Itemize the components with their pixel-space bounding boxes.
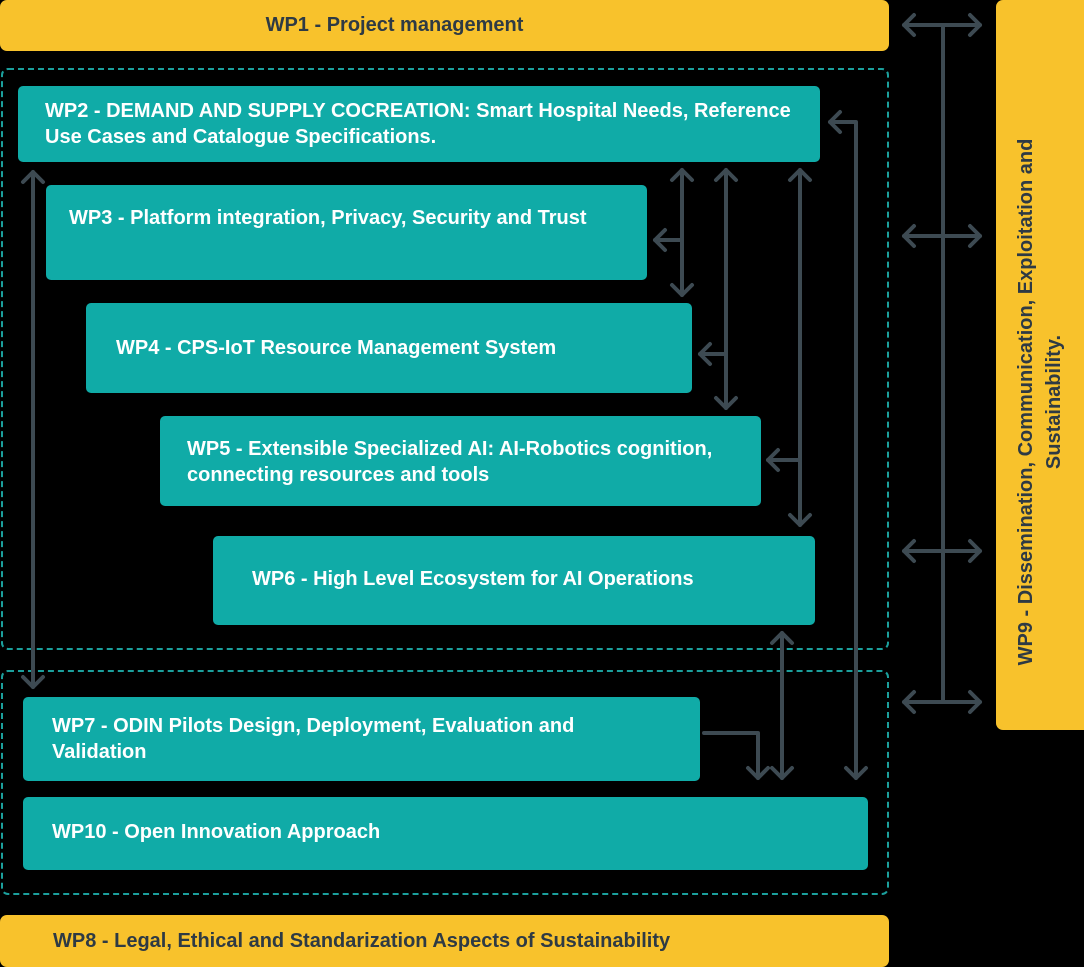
arrow-wp7-wp10	[702, 731, 760, 780]
group-outline-top	[1, 68, 889, 650]
wp1-label: WP1 - Project management	[265, 14, 524, 36]
wp7-label: WP7 - ODIN Pilots Design, Deployment, Ev…	[52, 715, 575, 763]
wp1-box: WP1 - Project management	[0, 0, 889, 51]
group-outline-bottom	[1, 670, 889, 895]
wp3-box: WP3 - Platform integration, Privacy, Sec…	[46, 185, 647, 280]
arrow-wp2-wp10	[828, 120, 858, 780]
wp2-box: WP2 - DEMAND AND SUPPLY COCREATION: Smar…	[18, 86, 820, 162]
wp10-label: WP10 - Open Innovation Approach	[52, 821, 381, 843]
wp2-label: WP2 - DEMAND AND SUPPLY COCREATION: Smar…	[45, 100, 791, 148]
wp4-label: WP4 - CPS-IoT Resource Management System	[116, 337, 557, 359]
wp4-box: WP4 - CPS-IoT Resource Management System	[86, 303, 692, 393]
wp8-box: WP8 - Legal, Ethical and Standarization …	[0, 915, 889, 967]
wp9-box	[996, 0, 1084, 730]
wp3-label: WP3 - Platform integration, Privacy, Sec…	[69, 207, 587, 229]
wp10-box: WP10 - Open Innovation Approach	[23, 797, 868, 870]
wp7-box: WP7 - ODIN Pilots Design, Deployment, Ev…	[23, 697, 700, 781]
wp6-label: WP6 - High Level Ecosystem for AI Operat…	[252, 568, 694, 590]
wp5-label: WP5 - Extensible Specialized AI: AI-Robo…	[187, 438, 713, 486]
wp6-box: WP6 - High Level Ecosystem for AI Operat…	[213, 536, 815, 625]
wp8-label: WP8 - Legal, Ethical and Standarization …	[53, 929, 671, 952]
wp5-box: WP5 - Extensible Specialized AI: AI-Robo…	[160, 416, 761, 506]
